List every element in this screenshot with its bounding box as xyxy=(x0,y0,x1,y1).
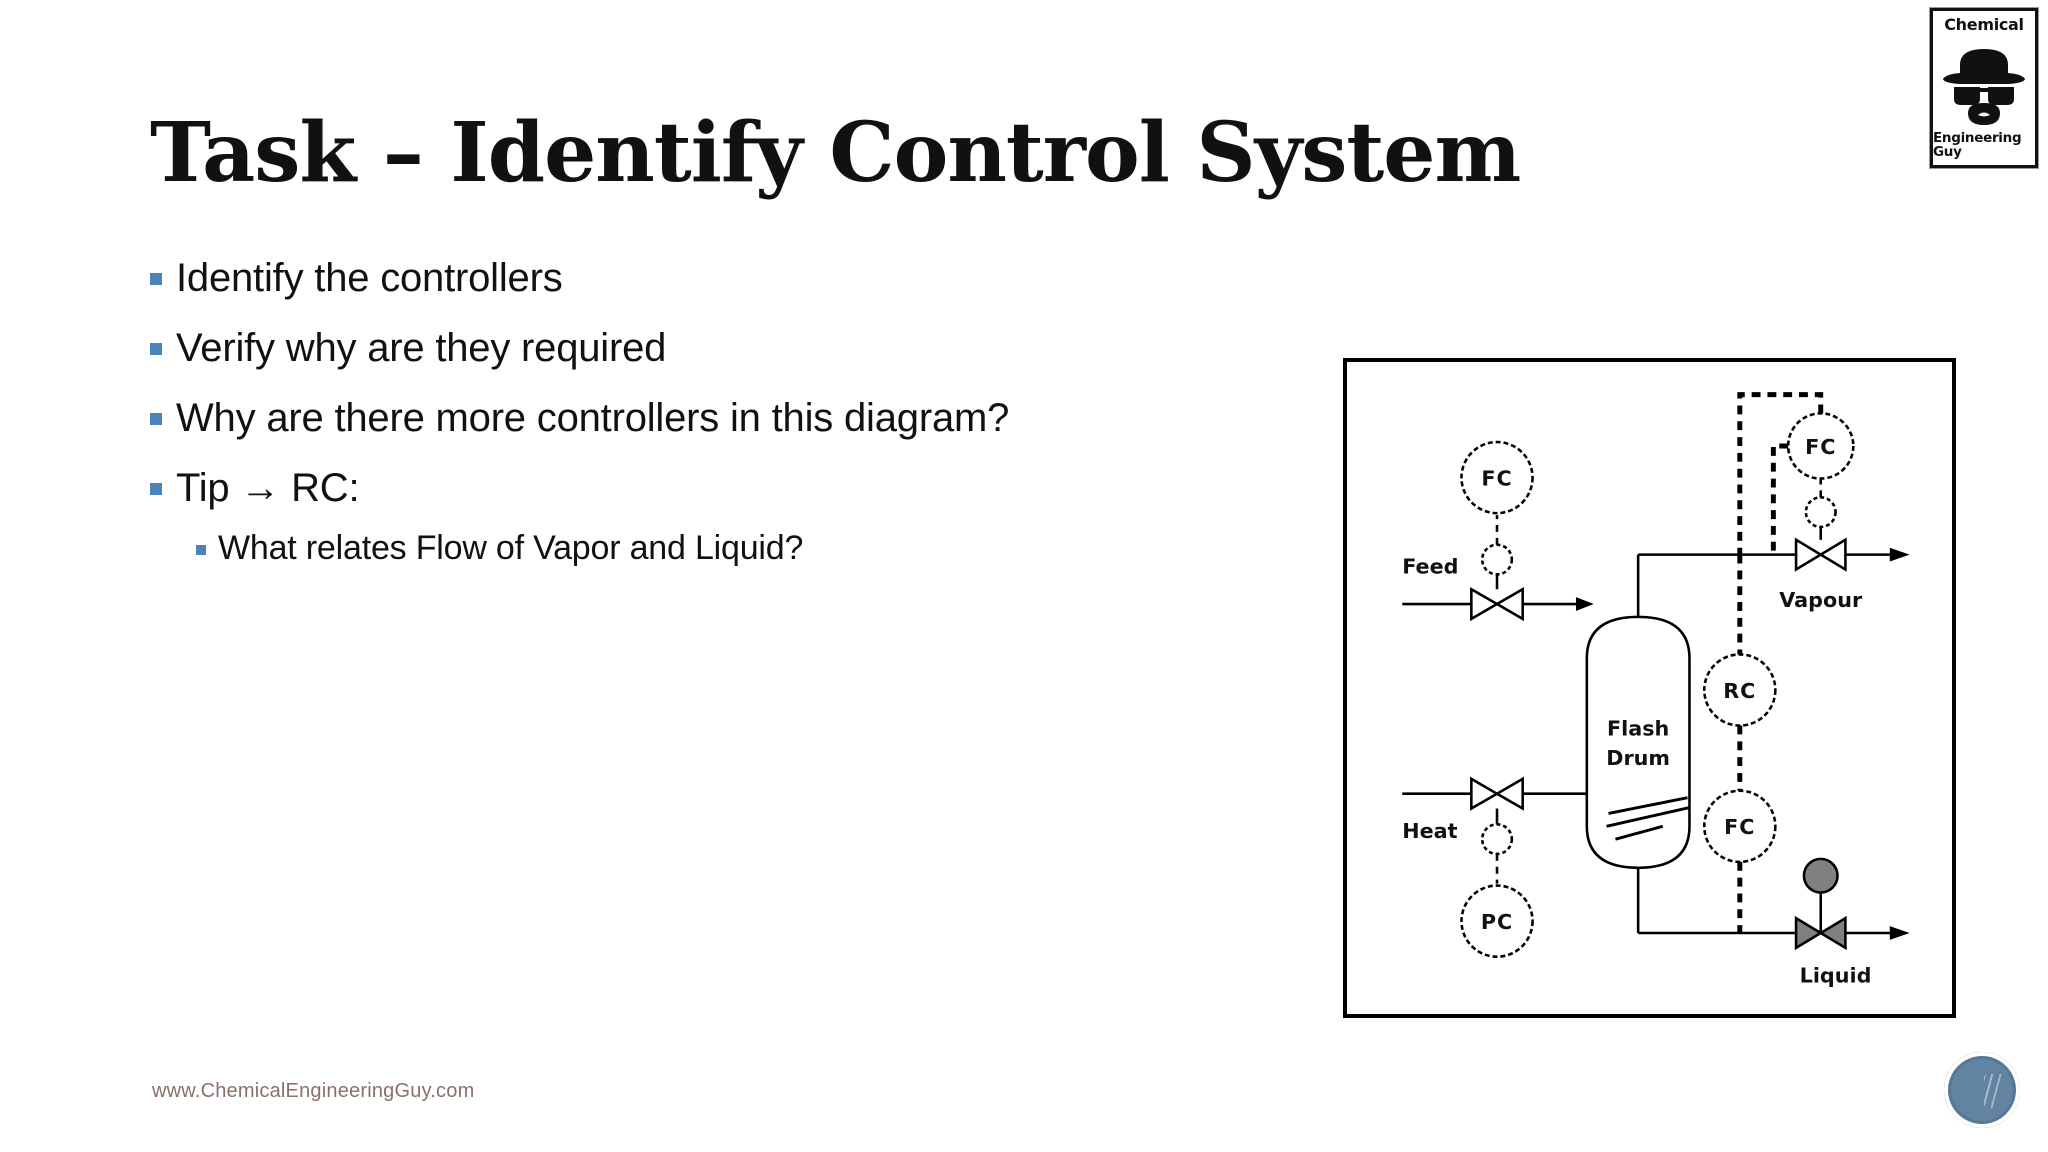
liquid-valve-right xyxy=(1818,915,1847,951)
heat-valve-right xyxy=(1494,776,1524,811)
controller-bubble-rc xyxy=(1702,653,1777,727)
list-item-sub: What relates Flow of Vapor and Liquid? xyxy=(196,529,940,568)
stream-label-feed: Feed xyxy=(1402,554,1458,578)
bullet-text: Identify the controllers xyxy=(176,256,563,300)
feed-actuator-icon xyxy=(1480,543,1514,576)
vapour-valve-left xyxy=(1794,537,1824,572)
footer-url[interactable]: www.ChemicalEngineeringGuy.com xyxy=(152,1080,475,1102)
stream-label-heat: Heat xyxy=(1402,819,1457,843)
pid-svg: FC PC FC RC FC Flash Drum Feed Heat Vapo… xyxy=(1402,392,1910,987)
list-item: Verify why are they required xyxy=(150,325,940,371)
bullet-text: Tip → RC: xyxy=(176,466,360,510)
page-title: Task – Identify Control System xyxy=(150,105,1521,201)
bullet-text: What relates Flow of Vapor and Liquid? xyxy=(218,529,804,567)
list-item: Tip → RC: xyxy=(150,465,940,511)
vapour-fc-loop xyxy=(1737,392,1824,555)
feed-arrow-icon xyxy=(1575,597,1594,611)
badge-sparkle-icon xyxy=(1984,1074,2010,1108)
controller-tag-pc: PC xyxy=(1481,910,1513,934)
flash-drum-pid-diagram: FC PC FC RC FC Flash Drum Feed Heat Vapo… xyxy=(1343,358,1956,1018)
liquid-valve-left xyxy=(1794,915,1824,951)
list-item: Identify the controllers xyxy=(150,255,940,301)
vapour-actuator-icon xyxy=(1804,496,1837,529)
liquid-arrow-icon xyxy=(1889,926,1910,940)
controller-bubble-liquid-fc xyxy=(1702,789,1777,864)
bullet-text: Verify why are they required xyxy=(176,326,667,370)
bullet-list: Identify the controllers Verify why are … xyxy=(150,255,1009,590)
vapour-valve-right xyxy=(1818,537,1847,572)
vessel-label-line2: Drum xyxy=(1606,746,1670,770)
heisenberg-face-icon xyxy=(1943,48,2025,125)
liquid-actuator-icon xyxy=(1802,857,1839,894)
list-item: Why are there more controllers in this d… xyxy=(150,395,1009,441)
bullet-text: Why are there more controllers in this d… xyxy=(176,396,1010,440)
controller-bubble-feed-fc xyxy=(1460,440,1534,515)
feed-valve-right xyxy=(1494,586,1524,622)
controller-tag-liquid-fc: FC xyxy=(1724,815,1755,839)
bullet-square-icon xyxy=(150,273,162,285)
heat-valve-left xyxy=(1470,776,1500,811)
controller-tag-rc: RC xyxy=(1723,679,1756,703)
bullet-square-icon xyxy=(150,413,162,425)
controller-bubble-pc xyxy=(1460,884,1534,958)
vapour-arrow-icon xyxy=(1889,547,1910,562)
bullet-square-icon xyxy=(150,343,162,355)
stream-label-liquid: Liquid xyxy=(1800,963,1872,987)
heat-actuator-icon xyxy=(1480,823,1514,856)
feed-valve-left xyxy=(1470,586,1500,622)
controller-tag-vapour-fc: FC xyxy=(1805,435,1836,459)
vessel-label-line1: Flash xyxy=(1607,716,1669,740)
stream-label-vapour: Vapour xyxy=(1779,588,1863,612)
liquid-level-marks xyxy=(1606,796,1690,841)
logo-bottom-label: Engineering Guy xyxy=(1933,130,2022,160)
bullet-square-icon xyxy=(150,483,162,495)
brand-logo: Chemical Engineering Guy xyxy=(1929,7,2039,169)
logo-top-label: Chemical xyxy=(1944,15,2024,34)
slide-badge-icon xyxy=(1944,1052,2020,1128)
vapour-fc-branch xyxy=(1770,443,1789,555)
controller-tag-feed-fc: FC xyxy=(1481,466,1512,490)
flash-drum-vessel xyxy=(1585,615,1691,870)
bullet-square-icon xyxy=(196,545,206,555)
